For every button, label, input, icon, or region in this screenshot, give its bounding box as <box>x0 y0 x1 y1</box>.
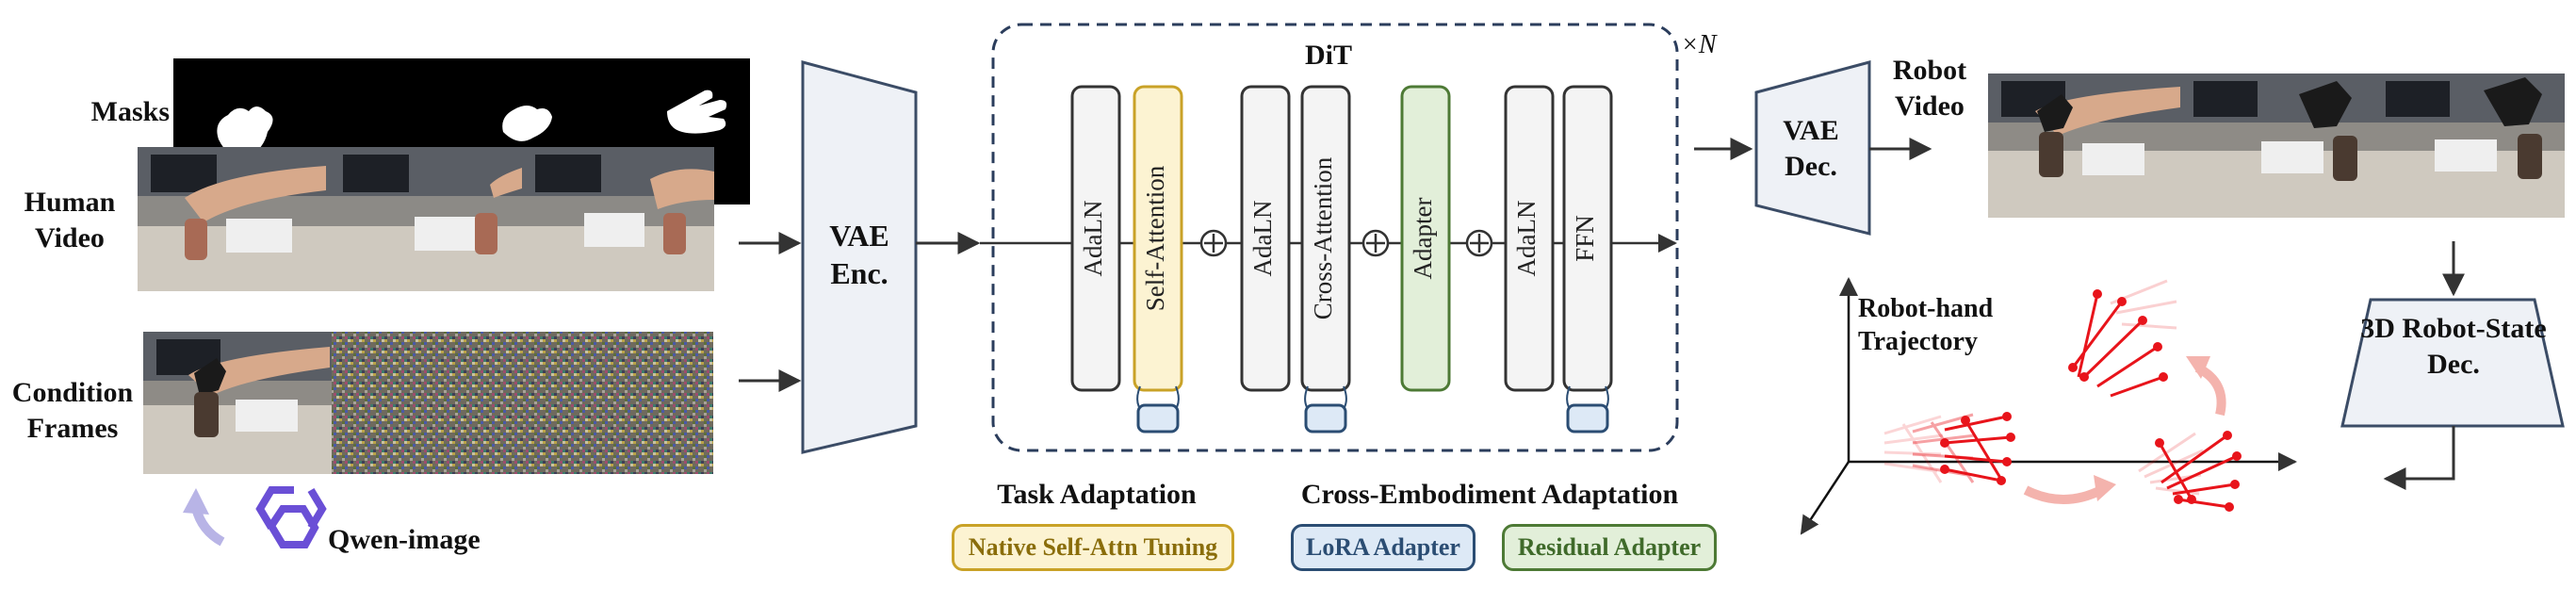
robot-state-dec-label: 3D Robot-State Dec. <box>2360 313 2547 380</box>
robot-hand-pose-2 <box>2138 431 2242 512</box>
qwen-logo-icon <box>255 486 327 548</box>
human-frame-1 <box>138 147 330 291</box>
vae-decoder <box>1754 60 1871 236</box>
dit-block-label-cross-attention: Cross-Attention <box>1309 156 1337 319</box>
add-icon-1 <box>1199 229 1228 257</box>
dit-block-label-ffn: FFN <box>1571 215 1599 262</box>
robot-video-frames <box>1988 74 2565 218</box>
condition-frames-label: Condition Frames <box>11 377 134 444</box>
dit-label: DiT <box>1304 40 1352 71</box>
mask-hand-1-icon <box>217 106 273 158</box>
qwen-image-label: Qwen-image <box>328 524 481 555</box>
trajectory-arrow-1 <box>2023 485 2104 504</box>
condition-frames <box>143 332 713 474</box>
condition-noise <box>332 332 713 474</box>
lora-module-ffn <box>1566 403 1609 433</box>
robot-hand-pose-3 <box>2068 279 2177 398</box>
dit-block-label-adaln-2: AdaLN <box>1248 201 1277 277</box>
mask-hand-3-icon <box>667 90 727 134</box>
dit-block-label-adapter: Adapter <box>1409 198 1437 280</box>
vae-encoder <box>801 60 918 454</box>
condition-frame-robot <box>143 332 332 474</box>
mask-hand-2-icon <box>502 106 552 141</box>
dit-block-label-self-attention: Self-Attention <box>1141 165 1169 311</box>
robot-state-decoder <box>2340 298 2565 428</box>
lora-module-self-attention <box>1136 403 1180 433</box>
human-frame-2 <box>330 147 522 291</box>
dit-container <box>991 23 1679 452</box>
dit-block-self-attention: Self-Attention <box>1133 85 1183 433</box>
human-video-label: Human Video <box>24 187 116 253</box>
dit-block-adaln-1: AdaLN <box>1070 85 1121 392</box>
trajectory-axes <box>1800 277 2297 535</box>
cross-embodiment-adaptation-label: Cross-Embodiment Adaptation <box>1300 479 1679 510</box>
add-icon-3 <box>1465 229 1493 257</box>
lora-adapter-badge: LoRA Adapter <box>1291 524 1475 571</box>
dit-block-cross-attention: Cross-Attention <box>1300 85 1351 433</box>
dit-block-ffn: FFN <box>1562 85 1613 433</box>
human-video-frames <box>138 147 714 291</box>
dit-block-adaln-3: AdaLN <box>1504 85 1555 392</box>
robot-frame-1 <box>1988 74 2180 218</box>
robot-video-label: Robot Video <box>1892 55 1967 122</box>
masks-label: Masks <box>90 96 170 127</box>
dit-block-label-adaln-1: AdaLN <box>1079 201 1107 277</box>
human-frame-3 <box>522 147 714 291</box>
repeat-label: ×N <box>1681 30 1717 59</box>
vae-dec-label: VAE Dec. <box>1783 115 1839 182</box>
dit-block-label-adaln-3: AdaLN <box>1512 201 1541 277</box>
lora-module-cross-attention <box>1304 403 1347 433</box>
dit-block-adapter: Adapter <box>1400 85 1451 392</box>
robot-hand-trajectory-label: Robot-hand Trajectory <box>1858 294 1994 356</box>
residual-adapter-badge: Residual Adapter <box>1502 524 1717 571</box>
robot-frame-3 <box>2372 74 2565 218</box>
native-self-attn-badge: Native Self-Attn Tuning <box>952 524 1234 571</box>
task-adaptation-label: Task Adaptation <box>997 479 1197 510</box>
robot-frame-2 <box>2180 74 2372 218</box>
vae-enc-label: VAE Enc. <box>829 219 889 290</box>
dit-blocks: AdaLN Self-Attention AdaLN Cross-Attention A… <box>1070 85 1613 433</box>
robot-hand-pose-1 <box>1883 412 2015 485</box>
dit-block-adaln-2: AdaLN <box>1240 85 1291 392</box>
add-icon-2 <box>1361 229 1390 257</box>
